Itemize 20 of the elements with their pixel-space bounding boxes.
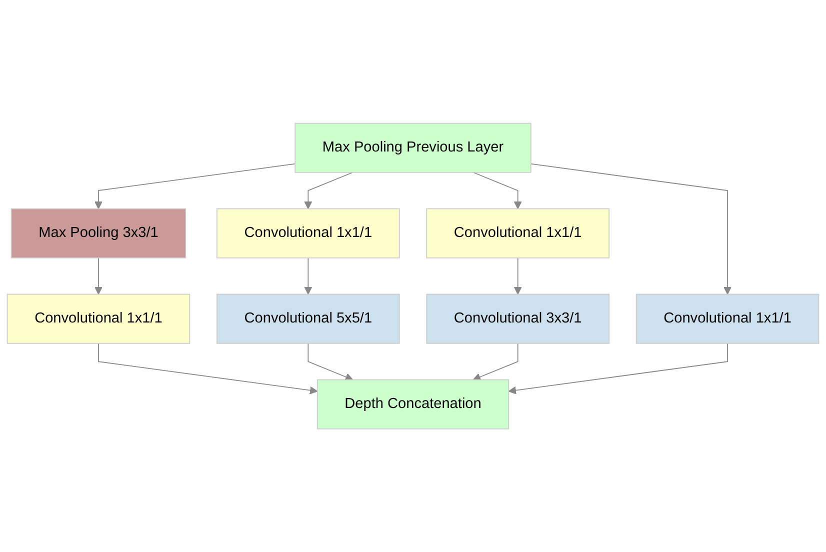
node-box: Convolutional 3x3/1 [426,294,610,344]
node-box: Convolutional 1x1/1 [6,294,190,344]
node-box: Convolutional 1x1/1 [426,208,610,258]
arrow [472,172,522,210]
node-box: Max Pooling 3x3/1 [10,208,186,258]
arrow [94,257,102,295]
arrow [304,172,354,210]
node-box: Depth Concatenation [316,379,510,430]
arrow [98,342,318,394]
arrow [514,257,522,295]
arrow [304,257,312,295]
node-box: Max Pooling Previous Layer [294,122,532,173]
node-box: Convolutional 5x5/1 [216,294,400,344]
arrow [472,342,518,381]
node-box: Convolutional 1x1/1 [216,208,400,258]
node-box: Convolutional 1x1/1 [636,294,820,344]
arrow [94,163,296,210]
arrow [508,342,728,394]
arrow [530,163,732,295]
arrow [308,342,354,381]
